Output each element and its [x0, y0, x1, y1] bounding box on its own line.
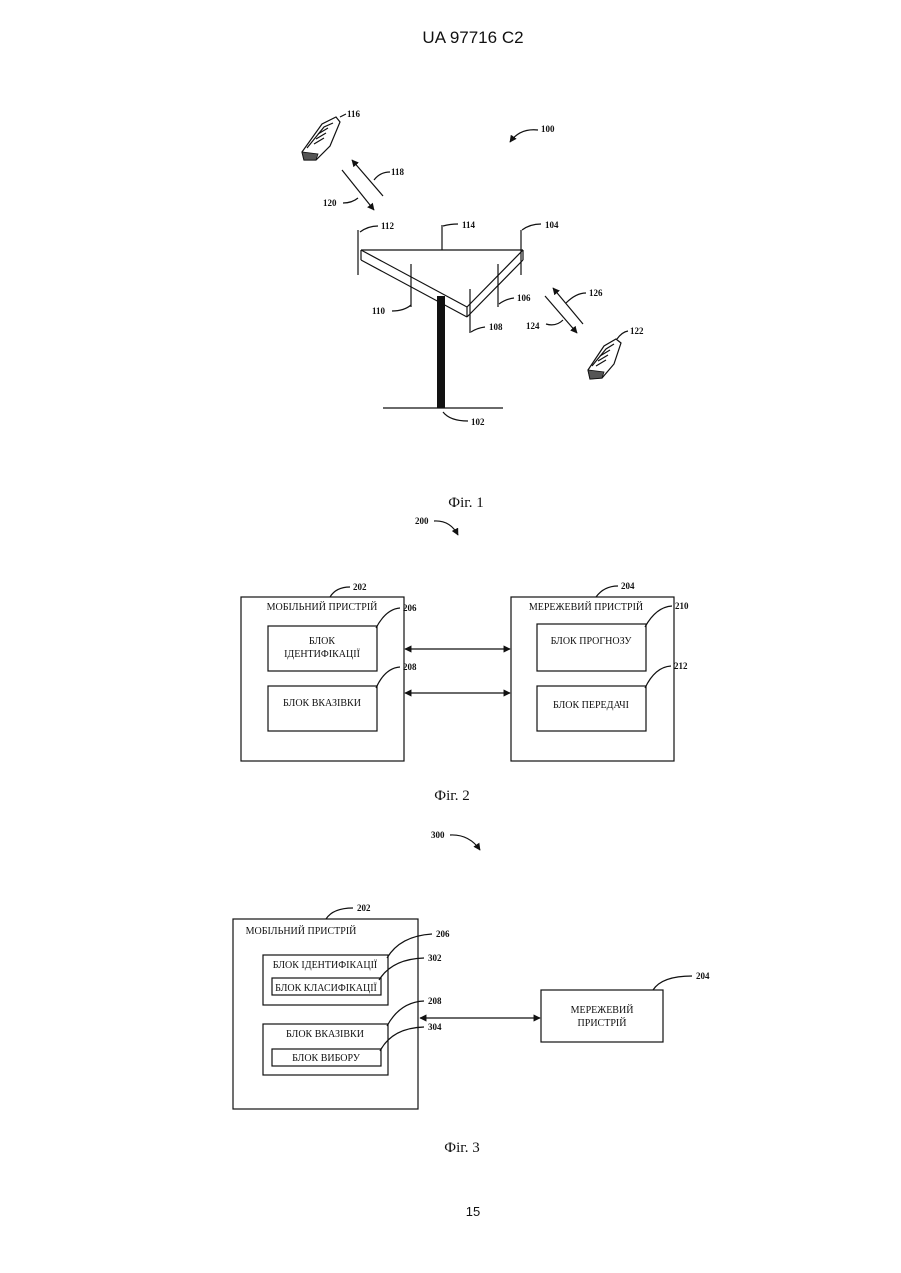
ref-200-arrow — [434, 521, 458, 535]
mobile-device-title: МОБІЛЬНИЙ ПРИСТРІЙ — [267, 601, 378, 613]
ref-116-leader — [340, 114, 346, 117]
ref-204: 204 — [696, 971, 710, 981]
ref-124-leader — [546, 320, 563, 325]
ref-104: 104 — [545, 220, 559, 230]
ref-100-arrow — [510, 130, 538, 142]
indication-block-label: БЛОК ВКАЗІВКИ — [283, 698, 361, 709]
page-number: 15 — [466, 1204, 480, 1219]
ref-110: 110 — [372, 306, 386, 316]
base-station — [358, 225, 523, 408]
transmit-block-label: БЛОК ПЕРЕДАЧІ — [553, 700, 629, 711]
ref-118-leader — [374, 172, 390, 180]
identification-block-line1: БЛОК — [309, 636, 335, 647]
mobile-device-title: МОБІЛЬНИЙ ПРИСТРІЙ — [246, 925, 357, 937]
ref-108: 108 — [489, 322, 503, 332]
ref-204-leader — [596, 586, 618, 597]
ref-116: 116 — [347, 109, 361, 119]
ref-120-leader — [343, 198, 358, 203]
forecast-block-210 — [537, 624, 646, 671]
network-device-title: МЕРЕЖЕВИЙ ПРИСТРІЙ — [529, 601, 643, 613]
ref-204-leader — [653, 976, 692, 990]
fig1-caption: Фіг. 1 — [448, 495, 483, 511]
ref-118: 118 — [391, 167, 405, 177]
downlink-arrow-120 — [342, 170, 374, 210]
mobile-phone-122-icon — [588, 339, 621, 379]
ref-202: 202 — [357, 903, 371, 913]
ref-104-leader — [522, 224, 541, 230]
uplink-arrow-118 — [352, 160, 383, 196]
ref-208: 208 — [428, 996, 442, 1006]
identification-block-label: БЛОК ІДЕНТИФІКАЦІЇ — [273, 959, 378, 971]
ref-202: 202 — [353, 582, 367, 592]
ref-202-leader — [326, 908, 353, 919]
ref-122: 122 — [630, 326, 644, 336]
ref-106: 106 — [517, 293, 531, 303]
ref-304: 304 — [428, 1022, 442, 1032]
ref-102: 102 — [471, 417, 485, 427]
ref-108-leader — [471, 327, 485, 332]
ref-300: 300 — [431, 830, 445, 840]
figure-3: 300 МОБІЛЬНИЙ ПРИСТРІЙ 202 БЛОК ІДЕНТИФІ… — [233, 830, 710, 1156]
selection-block-label: БЛОК ВИБОРУ — [292, 1053, 361, 1064]
ref-122-leader — [617, 331, 628, 339]
figure-1: 100 116 118 120 — [302, 109, 644, 511]
ref-300-arrow — [450, 835, 480, 850]
ref-120: 120 — [323, 198, 337, 208]
ref-114: 114 — [462, 220, 476, 230]
ref-126: 126 — [589, 288, 603, 298]
ref-112-leader — [360, 226, 378, 232]
document-number: UA 97716 C2 — [422, 28, 523, 47]
ref-126-leader — [566, 293, 586, 303]
mobile-device-box-202 — [233, 919, 418, 1109]
ref-110-leader — [392, 305, 411, 311]
identification-block-line2: ІДЕНТИФІКАЦІЇ — [284, 648, 360, 660]
ref-102-leader — [443, 412, 468, 421]
network-device-box-204 — [541, 990, 663, 1042]
ref-212: 212 — [674, 661, 688, 671]
ref-208: 208 — [403, 662, 417, 672]
ref-200: 200 — [415, 516, 429, 526]
mobile-phone-116-icon — [302, 117, 340, 160]
classification-block-label: БЛОК КЛАСИФІКАЦІЇ — [275, 982, 377, 994]
fig3-caption: Фіг. 3 — [444, 1140, 479, 1156]
forecast-block-label: БЛОК ПРОГНОЗУ — [551, 636, 633, 647]
ref-100: 100 — [541, 124, 555, 134]
ref-302: 302 — [428, 953, 442, 963]
network-device-line2: ПРИСТРІЙ — [578, 1017, 627, 1029]
ref-106-leader — [499, 298, 514, 304]
ref-112: 112 — [381, 221, 395, 231]
uplink-arrow-126 — [553, 288, 583, 324]
indication-block-label: БЛОК ВКАЗІВКИ — [286, 1029, 364, 1040]
figure-2: 200 МОБІЛЬНИЙ ПРИСТРІЙ 202 БЛОК ІДЕНТИФІ… — [241, 516, 689, 804]
downlink-arrow-124 — [545, 296, 577, 333]
ref-124: 124 — [526, 321, 540, 331]
ref-202-leader — [330, 587, 350, 597]
ref-206: 206 — [436, 929, 450, 939]
ref-206: 206 — [403, 603, 417, 613]
ref-210: 210 — [675, 601, 689, 611]
ref-204: 204 — [621, 581, 635, 591]
fig2-caption: Фіг. 2 — [434, 788, 469, 804]
ref-114-leader — [443, 224, 458, 226]
network-device-line1: МЕРЕЖЕВИЙ — [571, 1004, 634, 1016]
